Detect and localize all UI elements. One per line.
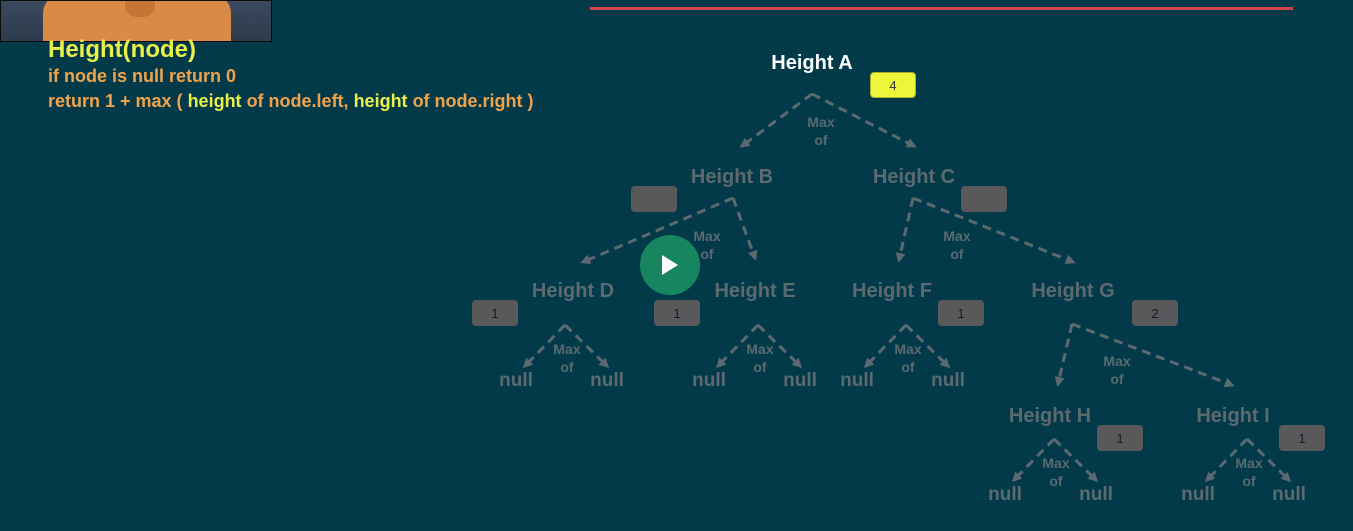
node-label-e: Height E [714, 280, 796, 302]
max-of-h: Max of [1042, 454, 1069, 490]
edge-f-null-l [863, 323, 908, 369]
max-of-g: Max of [1103, 352, 1130, 388]
node-label-b: Height B [690, 166, 774, 188]
edge-e-null-l [715, 323, 760, 369]
max-of-i: Max of [1235, 454, 1262, 490]
node-value-a: 4 [870, 72, 916, 98]
max-of-f-max: Max [894, 341, 922, 357]
edge-h-null-l [1011, 437, 1056, 483]
max-of-b: Max of [693, 227, 720, 263]
max-of-a: Max of [807, 113, 834, 149]
edge-b-e [731, 197, 758, 261]
node-label-g: Height G [1031, 280, 1115, 302]
node-value-d: 1 [472, 300, 518, 326]
null-f-right: null [931, 370, 965, 391]
node-value-i: 1 [1279, 425, 1325, 451]
code-title: Height(node) [48, 36, 196, 63]
edge-h-null-r [1052, 437, 1099, 483]
node-value-c [961, 186, 1007, 212]
max-of-f: Max of [894, 340, 921, 376]
null-e-left: null [692, 370, 726, 391]
node-label-a: Height A [771, 52, 853, 74]
edge-b-d [580, 196, 734, 264]
code-line-2-prefix: return 1 + max ( [48, 91, 188, 111]
node-label-i: Height I [1196, 405, 1270, 427]
max-of-d-of: of [560, 359, 574, 375]
max-of-b-max: Max [693, 228, 721, 244]
edge-e-null-r [756, 323, 803, 369]
null-h-right: null [1079, 484, 1113, 505]
max-of-g-of: of [1110, 371, 1124, 387]
edge-f-null-r [904, 323, 951, 369]
max-of-d: Max of [553, 340, 580, 376]
code-line-1: if node is null return 0 [48, 66, 237, 86]
max-of-c-max: Max [943, 228, 971, 244]
edge-i-null-r [1245, 437, 1292, 483]
max-of-a-max: Max [807, 114, 835, 130]
node-value-b [631, 186, 677, 212]
node-label-h: Height H [1008, 405, 1092, 427]
node-value-g: 2 [1132, 300, 1178, 326]
max-of-e-max: Max [746, 341, 774, 357]
edge-a-c [811, 92, 917, 148]
code-keyword-height-left: height [187, 91, 242, 111]
play-icon [662, 255, 678, 275]
max-of-i-of: of [1242, 473, 1256, 489]
edge-a-b [739, 92, 813, 148]
null-i-right: null [1272, 484, 1306, 505]
presenter-collar [125, 1, 155, 17]
null-d-right: null [590, 370, 624, 391]
null-e-right: null [783, 370, 817, 391]
max-of-f-of: of [901, 359, 915, 375]
code-line-2-mid: of node.left, [241, 91, 354, 111]
webcam-overlay [0, 0, 272, 42]
null-d-left: null [499, 370, 533, 391]
null-f-left: null [840, 370, 874, 391]
pseudocode: Height(node) if node is null return 0 re… [48, 36, 534, 114]
null-h-left: null [988, 484, 1022, 505]
edge-c-f [895, 197, 915, 263]
node-label-d: Height D [531, 280, 615, 302]
node-value-h: 1 [1097, 425, 1143, 451]
node-value-e: 1 [654, 300, 700, 326]
max-of-e: Max of [746, 340, 773, 376]
max-of-h-of: of [1049, 473, 1063, 489]
null-i-left: null [1181, 484, 1215, 505]
edge-d-null-r [563, 323, 610, 369]
progress-line [590, 7, 1293, 10]
edge-g-i [1071, 322, 1235, 388]
max-of-a-of: of [814, 132, 828, 148]
play-button[interactable] [640, 235, 700, 295]
max-of-g-max: Max [1103, 353, 1131, 369]
code-keyword-height-right: height [353, 91, 408, 111]
code-line-2: return 1 + max ( height of node.left, he… [48, 89, 534, 114]
max-of-d-max: Max [553, 341, 581, 357]
node-label-f: Height F [852, 280, 932, 302]
max-of-h-max: Max [1042, 455, 1070, 471]
node-label-c: Height C [872, 166, 956, 188]
edge-d-null-l [522, 323, 567, 369]
max-of-i-max: Max [1235, 455, 1263, 471]
node-value-f: 1 [938, 300, 984, 326]
max-of-c: Max of [943, 227, 970, 263]
edge-i-null-l [1204, 437, 1249, 483]
edge-g-h [1054, 323, 1074, 387]
max-of-c-of: of [950, 246, 964, 262]
max-of-b-of: of [700, 246, 714, 262]
edge-c-g [912, 196, 1076, 265]
code-line-2-suffix: of node.right ) [407, 91, 534, 111]
max-of-e-of: of [753, 359, 767, 375]
